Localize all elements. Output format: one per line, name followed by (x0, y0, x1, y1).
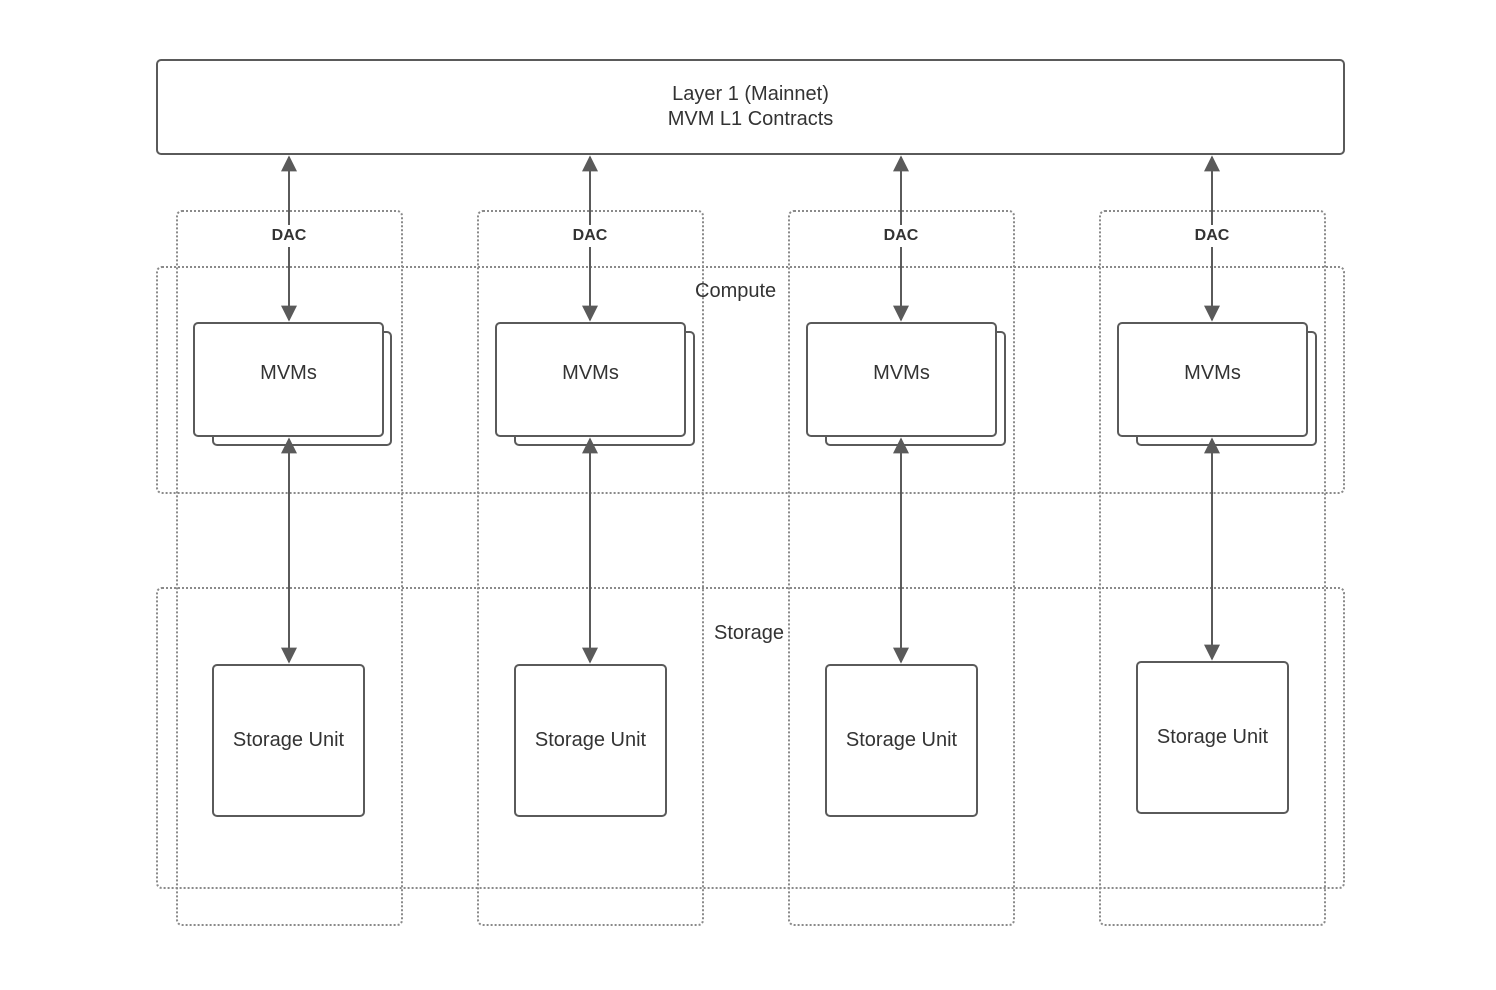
storage-unit-label: Storage Unit (1156, 726, 1269, 748)
layer1-title: Layer 1 (Mainnet) (672, 83, 829, 105)
storage-zone-label: Storage (714, 622, 785, 644)
dac-label-2: DAC (569, 225, 611, 247)
mvms-label: MVMs (562, 362, 619, 384)
storage-zone (156, 587, 1345, 889)
dac-label-3: DAC (880, 225, 922, 247)
dac-label-4: DAC (1191, 225, 1233, 247)
mvms-label: MVMs (1184, 362, 1241, 384)
layer1-box: Layer 1 (Mainnet) MVM L1 Contracts (156, 59, 1345, 155)
storage-unit-box-4: Storage Unit (1136, 661, 1289, 814)
layer1-subtitle: MVM L1 Contracts (667, 108, 834, 130)
storage-unit-box-2: Storage Unit (514, 664, 667, 817)
dac-label-1: DAC (268, 225, 310, 247)
storage-unit-box-1: Storage Unit (212, 664, 365, 817)
storage-unit-box-3: Storage Unit (825, 664, 978, 817)
mvms-label: MVMs (260, 362, 317, 384)
compute-zone (156, 266, 1345, 494)
storage-unit-label: Storage Unit (232, 729, 345, 751)
mvms-box-3: MVMs (806, 322, 997, 437)
mvms-box-1: MVMs (193, 322, 384, 437)
mvms-box-4: MVMs (1117, 322, 1308, 437)
mvms-box-2: MVMs (495, 322, 686, 437)
storage-unit-label: Storage Unit (845, 729, 958, 751)
mvms-label: MVMs (873, 362, 930, 384)
storage-unit-label: Storage Unit (534, 729, 647, 751)
compute-zone-label: Compute (695, 280, 777, 302)
